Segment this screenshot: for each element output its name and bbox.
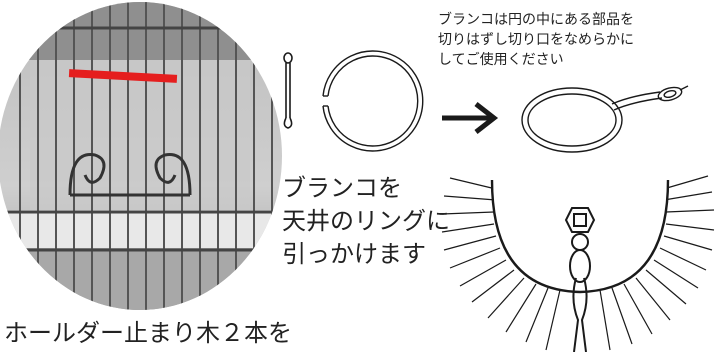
- swing-ring-illustration: [521, 85, 689, 153]
- highlight-bar: [68, 69, 178, 83]
- cage-photo: [0, 2, 282, 310]
- swing-instruction-text: ブランコは円の中にある部品を 切りはずし切り口をなめらかに してご使用ください: [438, 12, 634, 68]
- hook-part-illustration: [283, 52, 293, 129]
- ceiling-ring-illustration: [441, 175, 715, 352]
- holder-instruction-text: ホールダー止まり木２本を: [4, 319, 292, 347]
- open-ring-illustration: [322, 50, 424, 152]
- arrow-right-icon: [442, 102, 499, 134]
- hang-instruction-text: ブランコを 天井のリングに 引っかけます: [282, 174, 450, 268]
